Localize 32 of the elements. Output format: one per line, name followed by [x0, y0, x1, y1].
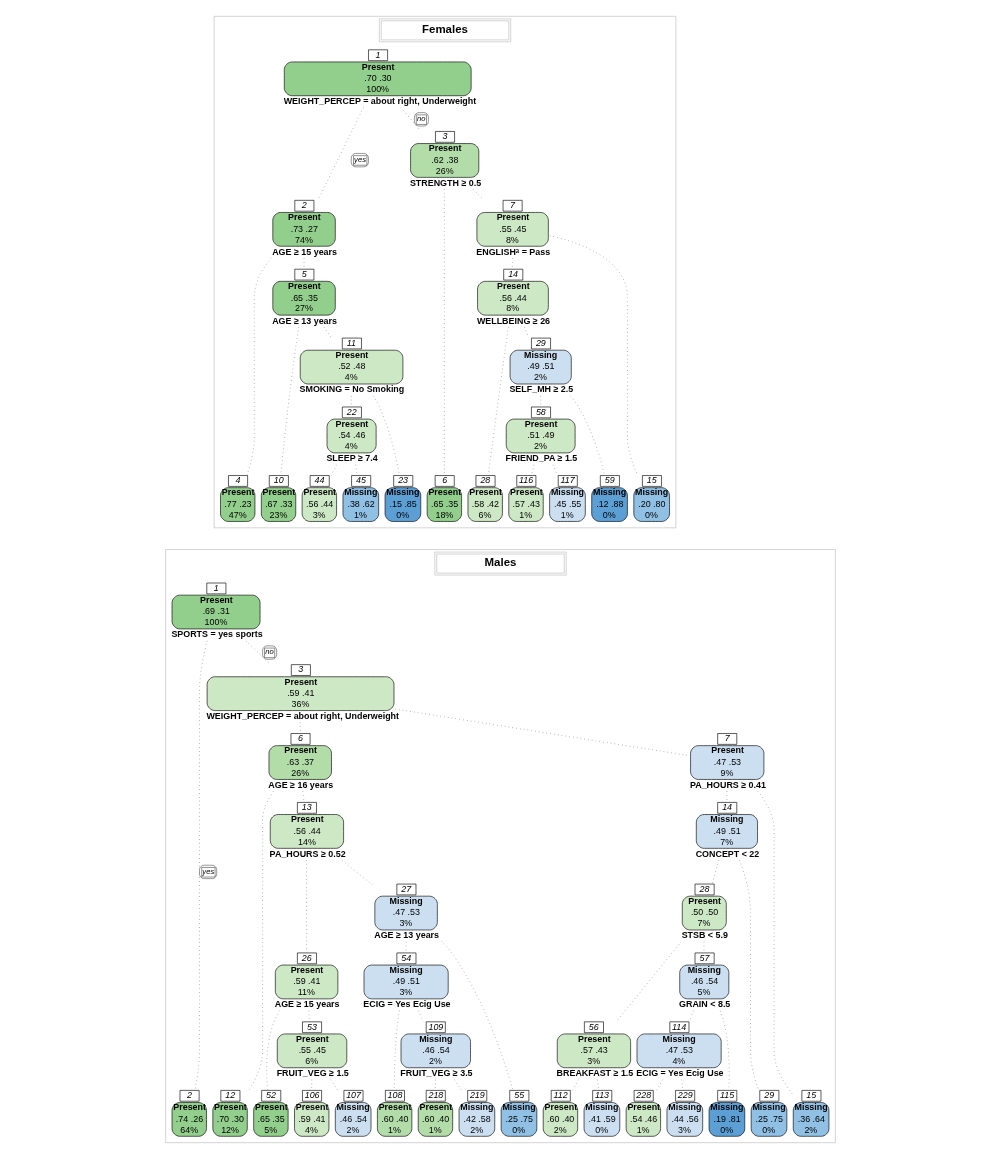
node-label: WEIGHT_PERCEP = about right, Underweight: [205, 710, 399, 721]
node-label: PA_HOURS ≥ 0.52: [269, 848, 346, 859]
connector: [265, 1010, 280, 1091]
node-label: BREAKFAST ≥ 1.5: [556, 1068, 633, 1079]
connector: [569, 395, 605, 476]
node-label: AGE ≥ 16 years: [267, 779, 333, 790]
connector: [719, 1010, 730, 1091]
node-label: CONCEPT < 22: [695, 848, 759, 859]
node-label: WELLBEING ≥ 26: [476, 315, 550, 326]
node-label: FRUIT_VEG ≥ 1.5: [276, 1068, 349, 1079]
node-label: AGE ≥ 13 years: [373, 930, 439, 941]
node-label: FRUIT_VEG ≥ 3.5: [399, 1068, 473, 1079]
node-label: STRENGTH ≥ 0.5: [409, 177, 481, 188]
connector: [711, 860, 719, 884]
node-label: AGE ≥ 13 years: [271, 315, 337, 326]
node-label: AGE ≥ 15 years: [274, 999, 340, 1010]
node-label: SELF_MH ≥ 2.5: [508, 384, 573, 395]
node-label: PA_HOURS ≥ 0.41: [689, 779, 766, 790]
node-label: SLEEP ≥ 7.4: [325, 453, 378, 464]
node-label: SPORTS = yes sports: [170, 629, 263, 640]
node-label: STSB < 5.9: [681, 930, 728, 941]
connector: [437, 937, 513, 1091]
connector: [394, 708, 689, 756]
node-label: FRIEND_PA ≥ 1.5: [505, 453, 577, 464]
node-label: AGE ≥ 15 years: [271, 246, 337, 257]
node-label: SMOKING = No Smoking: [299, 384, 404, 395]
node-label: ENGLISHᵃ = Pass: [475, 246, 550, 257]
node-label: WEIGHT_PERCEP = about right, Underweight: [283, 96, 476, 107]
node-label: ECIG = Yes Ecig Use: [362, 999, 451, 1010]
connector: [549, 235, 638, 476]
node-label: ECIG = Yes Ecig Use: [635, 1068, 724, 1079]
node-label: GRAIN < 8.5: [678, 999, 730, 1010]
